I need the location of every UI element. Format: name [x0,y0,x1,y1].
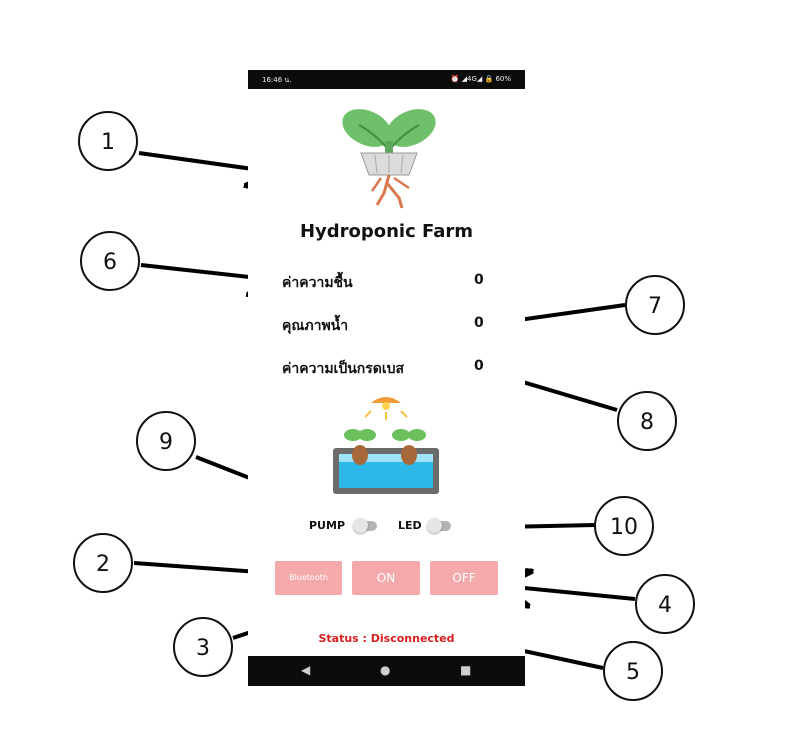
system-status-icons: ⏰ ◢4G◢ 🔒 60% [450,75,511,83]
callout-3: 3 [173,617,233,677]
pump-toggle-label: PUMP [309,519,346,532]
connection-status: Status : Disconnected [318,632,455,645]
hydroponic-tray-icon [333,397,439,494]
status-time: 16:46 น. [262,76,292,84]
callout-6: 6 [80,231,140,291]
callout-10: 10 [594,496,654,556]
callout-1: 1 [78,111,138,171]
plant-logo-icon [342,109,436,209]
app-title: Hydroponic Farm [299,221,474,242]
humidity-label: ค่าความชื้น [282,275,353,291]
humidity-value: 0 [474,272,484,288]
status-bar: 16:46 น. ⏰ ◢4G◢ 🔒 60% [248,70,525,89]
off-button[interactable]: OFF [430,561,498,595]
android-nav-bar: ◀ ● ■ [248,656,525,686]
ph-label: ค่าความเป็นกรดเบส [282,361,405,377]
pump-toggle-knob [353,518,368,533]
callout-8: 8 [617,391,677,451]
recents-icon[interactable]: ■ [460,663,472,677]
ph-value: 0 [474,358,484,374]
callout-2: 2 [73,533,133,593]
pump-toggle[interactable] [353,518,377,533]
back-icon[interactable]: ◀ [301,663,311,677]
water-quality-value: 0 [474,315,484,331]
arrow-4 [504,586,636,599]
led-toggle-label: LED [398,519,422,532]
led-toggle[interactable] [427,518,451,533]
callout-9: 9 [136,411,196,471]
water-quality-label: คุณภาพน้ำ [282,318,349,334]
phone-screen: 16:46 น. ⏰ ◢4G◢ 🔒 60% Hydroponic Farm ค่… [248,70,525,686]
bluetooth-button[interactable]: Bluetooth [275,561,342,595]
home-icon[interactable]: ● [380,663,391,677]
callout-5: 5 [603,641,663,701]
callout-4: 4 [635,574,695,634]
led-toggle-knob [427,518,442,533]
callout-7: 7 [625,275,685,335]
on-button[interactable]: ON [352,561,420,595]
